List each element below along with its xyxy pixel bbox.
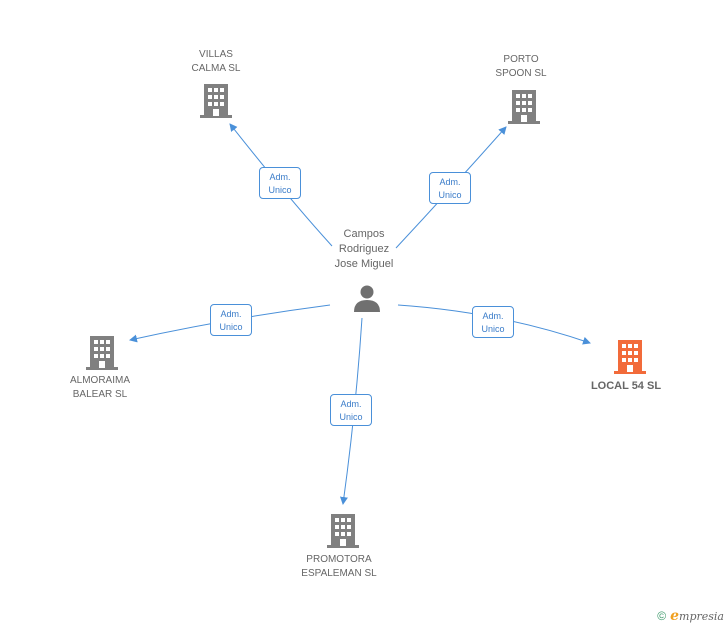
center-person-label: Campos Rodriguez Jose Miguel	[334, 228, 394, 270]
edge-label-almoraima: Adm. Unico	[210, 304, 252, 336]
building-icon	[327, 514, 359, 548]
edge-label-promotora: Adm. Unico	[330, 394, 372, 426]
copyright-symbol: ©	[657, 609, 667, 623]
building-icon	[614, 340, 646, 374]
edge-label-villas: Adm. Unico	[259, 167, 301, 199]
building-icon	[200, 84, 232, 118]
footer-brand: © empresia	[657, 608, 724, 624]
node-label-almoraima: ALMORAIMA BALEAR SL	[69, 375, 131, 400]
node-label-porto: PORTO SPOON SL	[495, 54, 547, 79]
person-icon	[354, 285, 380, 312]
edge-label-local54: Adm. Unico	[472, 306, 514, 338]
building-icon	[86, 336, 118, 370]
node-label-promotora: PROMOTORA ESPALEMAN SL	[301, 554, 377, 579]
node-label-villas: VILLAS CALMA SL	[191, 49, 241, 74]
edge-label-porto: Adm. Unico	[429, 172, 471, 204]
building-icon	[508, 90, 540, 124]
node-label-local54: LOCAL 54 SL	[590, 380, 662, 392]
empresia-logo: empresia	[670, 608, 724, 624]
